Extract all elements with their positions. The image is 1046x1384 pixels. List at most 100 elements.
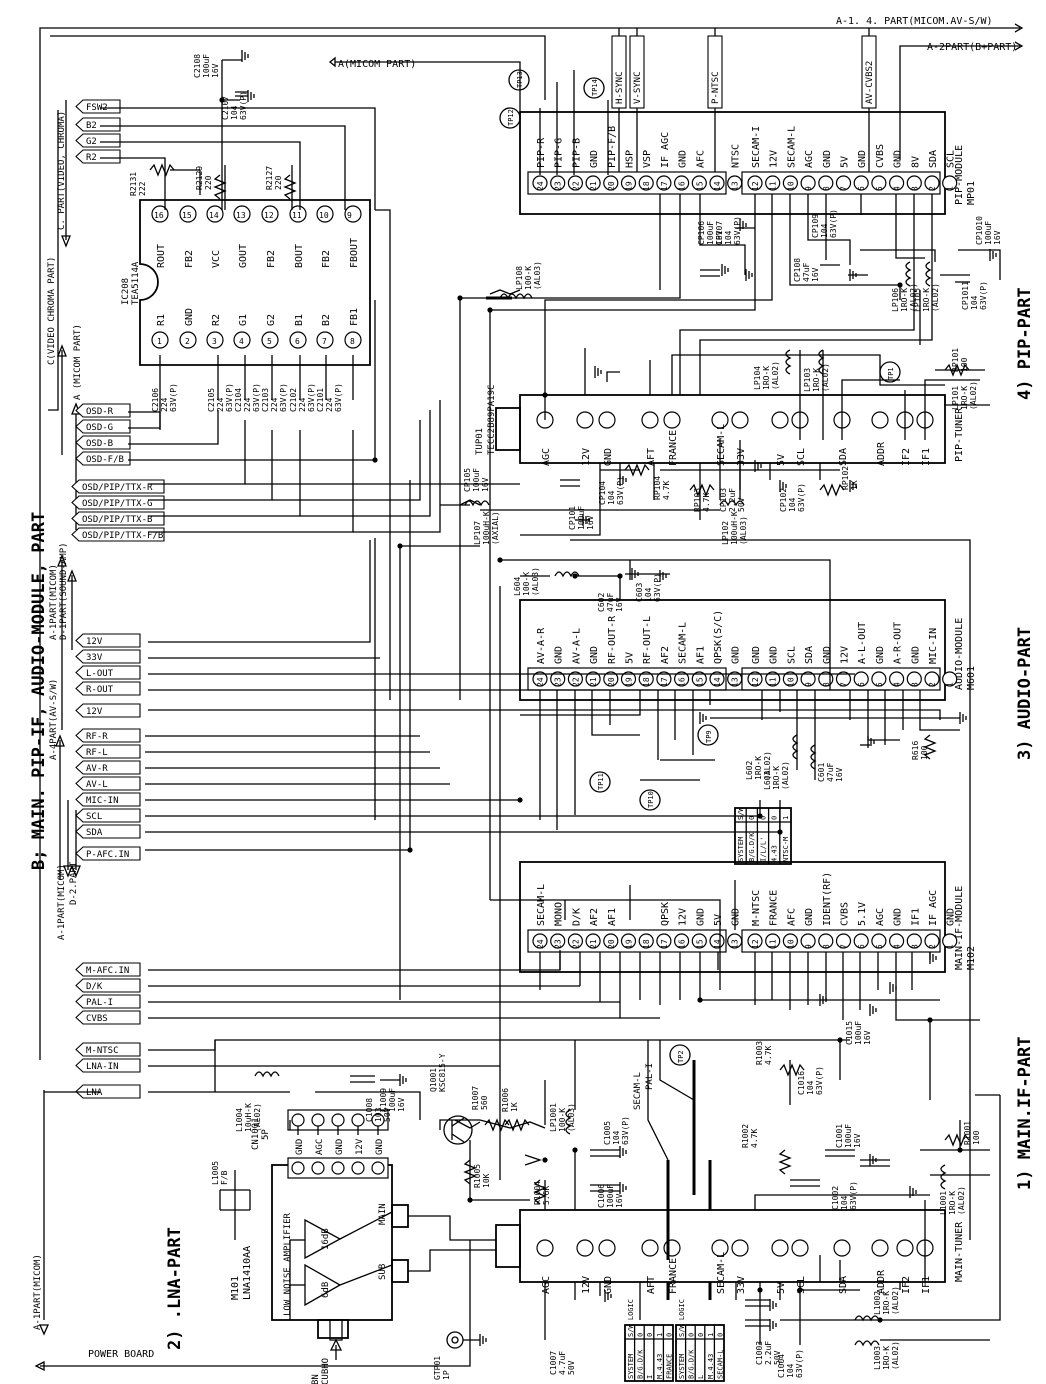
tag-sda: SDA (75, 824, 141, 839)
tag-scl-label: SCL (86, 812, 102, 822)
pip_tuner-pin-label: FRANCE (668, 430, 679, 466)
component-text: 16V (397, 1097, 406, 1112)
main_if_module-pin-num: 17 (660, 939, 669, 949)
main_if_module-pin-6 (853, 933, 869, 949)
component-text: 1K (510, 1102, 519, 1112)
component-text: 63V(P) (849, 1181, 858, 1210)
tag-fsw2-label: FSW2 (86, 103, 108, 113)
tag-osd-pip-ttx-f-b-label: OSD/PIP/TTX-F/B (82, 531, 163, 541)
component-text: 63V(P) (252, 383, 261, 412)
tag-osd-r: OSD-R (75, 403, 131, 418)
tag-audio-12v-0: 12V (75, 633, 141, 648)
component-text: RP103 (693, 488, 702, 512)
cn-pin-label: GND (375, 1139, 385, 1155)
main_if_module-pin-label: AF2 (589, 908, 600, 926)
component-text: 16V (835, 767, 844, 782)
left-label-cvideo: C(VIDEO CHROMA PART) (47, 257, 57, 365)
logic-cell: S/W LOGIC (627, 1299, 635, 1337)
pip_module-pin-4 (888, 175, 905, 191)
audio_module-pin-num: 10 (786, 677, 795, 687)
main-tuner-name: MAIN-TUNER (954, 1221, 965, 1282)
component-text: 16V (481, 477, 490, 492)
component-text: 100uF (388, 1088, 397, 1112)
component-text: 63V(P) (239, 91, 248, 120)
tea-pin-1 (151, 331, 169, 349)
audio_module-pin-18 (638, 671, 654, 687)
main_tuner-pin-agc (536, 1239, 554, 1257)
main_tuner-pin-label: AGC (541, 1276, 552, 1294)
tag-pal-i: PAL-I (75, 994, 141, 1009)
component-text: 1RO-K (754, 756, 763, 780)
tea-pin-label: ROUT (156, 244, 167, 268)
component-text: R2131 (129, 172, 138, 196)
tea-pin-11 (289, 205, 307, 223)
component-text: (AL02) (763, 751, 772, 780)
audio_module-pin-num: 3 (910, 682, 919, 687)
component-text: C1001 (835, 1124, 844, 1148)
main_tuner-pin-addr (871, 1239, 889, 1257)
audio-module: AUDIO-MODULE M601 24AV-A-R23GND22AV-A-L2… (519, 599, 977, 701)
pip_tuner-pin-addr (871, 411, 889, 429)
tag-osd-pip-ttx-f-b: OSD/PIP/TTX-F/B (71, 527, 165, 542)
logic-cell: 0 (688, 1333, 696, 1337)
tea-pin-label: VCC (211, 250, 222, 268)
component-text: R616 (911, 741, 920, 760)
component-text: C1016 (797, 1071, 806, 1095)
pip_tuner-pin-5v (771, 411, 789, 429)
pip_module-pin-7 (835, 175, 852, 191)
component-text: 100uF (706, 221, 715, 245)
audio_module-pin-label: AF2 (660, 646, 671, 664)
audio_module-pin-num: 12 (751, 677, 760, 687)
audio_module-pin-label: SECAM-L (678, 622, 689, 664)
main_tuner-pin-secam-l (711, 1239, 729, 1257)
component-text: (AL02) (821, 363, 830, 392)
main-if-part-title: 1) MAIN.IF-PART (1015, 1036, 1035, 1190)
component-text: 1RO-K (922, 288, 931, 312)
component-text: 63V(P) (829, 209, 838, 238)
pip_module-pin-11 (765, 175, 781, 191)
audio_module-pin-5 (871, 671, 887, 687)
component-text: 224 (160, 397, 169, 412)
component-text: R2127 (265, 166, 274, 190)
main_tuner-pin-label: SCL (796, 1276, 807, 1294)
main_if_module-pin-num: 3 (910, 944, 919, 949)
pip_module-pin-23 (550, 175, 566, 191)
component-text: 4.7K (662, 481, 671, 500)
main_if_module-pin-21 (585, 933, 601, 949)
tea-pin-num: 16 (154, 211, 164, 220)
audio_module-pin-label: GND (731, 646, 742, 664)
audio_module-pin-label: GND (589, 646, 600, 664)
pip-tuner-name: PIP-TUNER (954, 407, 965, 462)
pip_module-pin-1 (942, 175, 958, 191)
component-text: 224 (298, 397, 307, 412)
audio_module-pin-8 (818, 671, 834, 687)
pip_module-pin-17 (656, 175, 672, 191)
ground-symbols (241, 50, 997, 1346)
pip-module-ref: MP01 (966, 181, 977, 205)
component-text: 16V (715, 230, 724, 245)
pip_module-pin-label: GND (678, 150, 689, 168)
component-text: LP108 (515, 266, 524, 290)
main_if_module-pin-label: IF1 (910, 908, 921, 926)
pip_module-pin-13 (727, 175, 743, 191)
cn-pin-label: 12V (355, 1138, 365, 1155)
audio_module-pin-9 (800, 671, 816, 687)
tag-d-k-label: D/K (86, 982, 103, 992)
audio_module-pin-num: 1 (946, 682, 955, 687)
component-text: L1002 (873, 1291, 882, 1315)
main-if-module: MAIN-IF-MODULE M102 24SECAM-L23MONO22D/K… (519, 861, 977, 973)
tag-osd-pip-ttx-r-label: OSD/PIP/TTX-R (82, 483, 153, 493)
pip_module-pin-num: 12 (751, 181, 760, 191)
tag-audio-33v-1: 33V (75, 649, 141, 664)
ic-tea5114a: IC208 TEA5114A 16ROUT15FB214VCC13GOUT12F… (121, 199, 371, 366)
component-text: C603 (635, 583, 644, 602)
tea-pin-label: GOUT (238, 244, 249, 268)
